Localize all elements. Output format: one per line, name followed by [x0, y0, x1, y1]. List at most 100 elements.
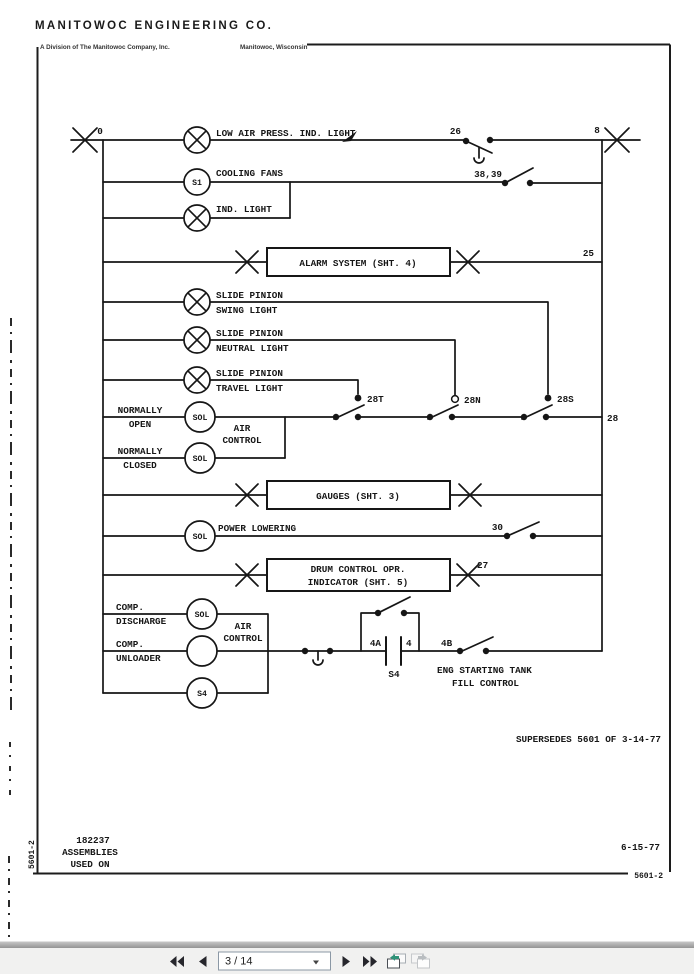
label-power-lowering: POWER LOWERING — [218, 523, 297, 534]
first-page-button[interactable] — [168, 955, 186, 967]
nav-group: 3 / 14 — [168, 951, 431, 971]
label-neutral-light: NEUTRAL LIGHT — [216, 343, 289, 354]
terminal-x-symbol — [604, 127, 630, 153]
label-sol-1: SOL — [193, 414, 208, 423]
label-drum-control-2: INDICATOR (SHT. 5) — [308, 577, 408, 588]
wire-number-8: 8 — [594, 125, 600, 136]
next-view-button[interactable] — [410, 953, 431, 970]
label-air-2: AIR — [235, 621, 252, 632]
switch-s4-symbol — [186, 677, 218, 709]
page-indicator: 3 / 14 — [225, 955, 253, 968]
label-swing-light: SWING LIGHT — [216, 305, 278, 316]
contact-x-symbol — [456, 563, 480, 587]
previous-page-button[interactable] — [194, 955, 210, 967]
label-drum-control-1: DRUM CONTROL OPR. — [311, 564, 406, 575]
page-navigation-toolbar: 3 / 14 — [0, 948, 694, 974]
label-slide-pinion-1: SLIDE PINION — [216, 290, 283, 301]
page-number-combobox[interactable]: 3 / 14 — [218, 951, 331, 971]
label-sol-4: SOL — [195, 611, 210, 620]
label-eng-tank-1: ENG STARTING TANK — [437, 665, 532, 676]
doc-number-side: 5601-2 — [28, 840, 37, 869]
lamp-symbol — [183, 288, 211, 316]
switch-symbol — [459, 636, 494, 653]
label-slide-pinion-3: SLIDE PINION — [216, 368, 283, 379]
contact-x-symbol — [456, 250, 480, 274]
wire-number-4: 4 — [406, 638, 412, 649]
solenoid-symbol — [184, 442, 216, 474]
document-page: MANITOWOC ENGINEERING CO. A Division of … — [8, 20, 671, 938]
last-page-icon — [363, 955, 377, 967]
previous-page-icon — [198, 955, 206, 967]
wire-number-28n: 28N — [464, 395, 481, 406]
wire-number-28: 28 — [607, 413, 619, 424]
circuit-lines — [70, 127, 641, 694]
drawing-date: 6-15-77 — [621, 842, 660, 853]
binding-marks — [8, 318, 12, 938]
label-travel-light: TRAVEL LIGHT — [216, 383, 283, 394]
wire-number-25: 25 — [583, 248, 595, 259]
used-on-label: USED ON — [70, 859, 109, 870]
lamp-symbol — [183, 366, 211, 394]
label-ind-light: IND. LIGHT — [216, 204, 272, 215]
last-page-button[interactable] — [360, 955, 380, 967]
switch-symbol — [504, 167, 534, 184]
contact-x-symbol — [235, 563, 259, 587]
drawing-frame — [33, 43, 671, 875]
switch-symbol — [465, 140, 493, 164]
solenoid-symbol — [184, 520, 216, 552]
first-page-icon — [170, 955, 184, 967]
capacitor-symbol — [385, 636, 402, 666]
label-discharge: DISCHARGE — [116, 616, 167, 627]
next-page-button[interactable] — [338, 955, 354, 967]
switch-symbol — [504, 521, 540, 538]
label-low-air-press: LOW AIR PRESS. IND. LIGHT — [216, 128, 356, 139]
wire-number-28t: 28T — [367, 394, 384, 405]
wire-number-4b: 4B — [441, 638, 453, 649]
company-division: A Division of The Manitowoc Company, Inc… — [40, 44, 170, 51]
label-comp-2: COMP. — [116, 639, 144, 650]
doc-number-bottom: 5601-2 — [634, 872, 663, 881]
next-view-icon — [411, 953, 430, 969]
solenoid-symbol — [184, 401, 216, 433]
wire-number-27: 27 — [477, 560, 488, 571]
contact-x-symbol — [235, 250, 259, 274]
label-gauges: GAUGES (SHT. 3) — [316, 491, 400, 502]
lamp-symbol — [183, 204, 211, 232]
label-closed: CLOSED — [123, 460, 157, 471]
label-s4-circle: S4 — [197, 690, 207, 699]
pushbutton-symbol — [312, 650, 324, 666]
previous-view-button[interactable] — [386, 953, 407, 970]
open-terminal-dot — [450, 394, 460, 404]
wire-number-28s: 28S — [557, 394, 574, 405]
label-eng-tank-2: FILL CONTROL — [452, 678, 519, 689]
solenoid-symbol — [186, 635, 218, 667]
label-comp-1: COMP. — [116, 602, 144, 613]
lamp-symbol — [183, 326, 211, 354]
wire-number-4a: 4A — [370, 638, 382, 649]
label-normally-1: NORMALLY — [118, 405, 163, 416]
caret-down-icon — [313, 960, 319, 965]
company-name: MANITOWOC ENGINEERING CO. — [35, 20, 274, 32]
label-alarm-system: ALARM SYSTEM (SHT. 4) — [299, 258, 416, 269]
contact-x-symbol — [235, 483, 259, 507]
previous-view-icon — [387, 953, 406, 969]
label-sol-2: SOL — [193, 455, 208, 464]
assemblies-label: ASSEMBLIES — [62, 847, 118, 858]
junction-dots — [301, 136, 552, 655]
label-slide-pinion-2: SLIDE PINION — [216, 328, 283, 339]
label-s1: S1 — [192, 179, 202, 188]
company-location: Manitowoc, Wisconsin — [240, 44, 308, 51]
wire-number-30: 30 — [492, 522, 504, 533]
label-s4-capacitor: S4 — [388, 669, 400, 680]
supersedes-note: SUPERSEDES 5601 OF 3-14-77 — [516, 734, 661, 745]
contact-x-symbol — [458, 483, 482, 507]
terminal-x-symbol — [72, 127, 98, 153]
label-air-1: AIR — [234, 423, 251, 434]
toolbar-divider — [0, 941, 694, 948]
ladder-schematic: 0 LOW AIR PRESS. IND. LIGHT 26 8 S1 COOL… — [8, 43, 671, 938]
solenoid-symbol — [186, 598, 218, 630]
lamp-symbol — [183, 126, 211, 154]
switch-symbol — [377, 596, 411, 614]
label-control-2: CONTROL — [223, 633, 262, 644]
